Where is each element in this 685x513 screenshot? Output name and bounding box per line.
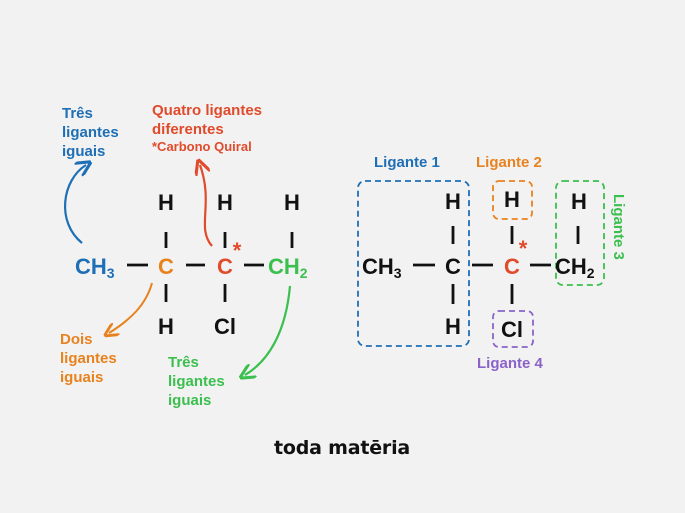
- right-bonds: [413, 226, 580, 304]
- ligante-3-box: [555, 180, 605, 286]
- green-arrow: [245, 285, 292, 375]
- left-ch2: CH2: [268, 254, 308, 281]
- ligante-1-label: Ligante 1: [374, 154, 440, 171]
- orange-arrow: [109, 282, 153, 333]
- brand-logo: toda matēria: [274, 437, 410, 459]
- annotation-blue-label: Três ligantes iguais: [62, 105, 123, 160]
- right-cl-bottom: Cl: [501, 317, 523, 342]
- right-chiral-star: *: [519, 236, 528, 261]
- left-h-top-3: H: [284, 190, 300, 215]
- right-ch2: CH2: [555, 254, 595, 281]
- ligante-1-box: [357, 180, 470, 347]
- right-carbon-2: C: [504, 254, 520, 279]
- ligante-3-label: Ligante 3: [610, 194, 627, 260]
- left-ch3: CH3: [75, 254, 115, 281]
- left-carbon-2: C: [217, 254, 233, 279]
- ligante-4-label: Ligante 4: [477, 355, 544, 372]
- blue-arrow: [63, 165, 86, 244]
- chiral-carbon-note: *Carbono Quiral: [152, 139, 252, 154]
- annotation-orange-label: Dois ligantes iguais: [60, 331, 121, 386]
- left-h-top-1: H: [158, 190, 174, 215]
- right-h-top-3: H: [571, 189, 587, 214]
- ligante-4-box: [492, 310, 534, 348]
- right-ch3: CH3: [362, 254, 402, 281]
- left-chiral-star: *: [233, 238, 242, 263]
- annotation-green-label: Três ligantes iguais: [168, 354, 229, 409]
- annotation-red-label: Quatro ligantes diferentes: [152, 102, 266, 138]
- right-h-bottom: H: [445, 314, 461, 339]
- left-h-top-2: H: [217, 190, 233, 215]
- red-arrow: [200, 165, 213, 247]
- right-carbon-1: C: [445, 254, 461, 279]
- ligante-2-label: Ligante 2: [476, 154, 542, 171]
- ligante-2-box: [492, 180, 533, 220]
- right-h-top-1: H: [445, 189, 461, 214]
- left-bonds: [127, 232, 294, 302]
- left-cl-bottom: Cl: [214, 314, 236, 339]
- left-h-bottom: H: [158, 314, 174, 339]
- right-h-top-2: H: [504, 187, 520, 212]
- left-carbon-1: C: [158, 254, 174, 279]
